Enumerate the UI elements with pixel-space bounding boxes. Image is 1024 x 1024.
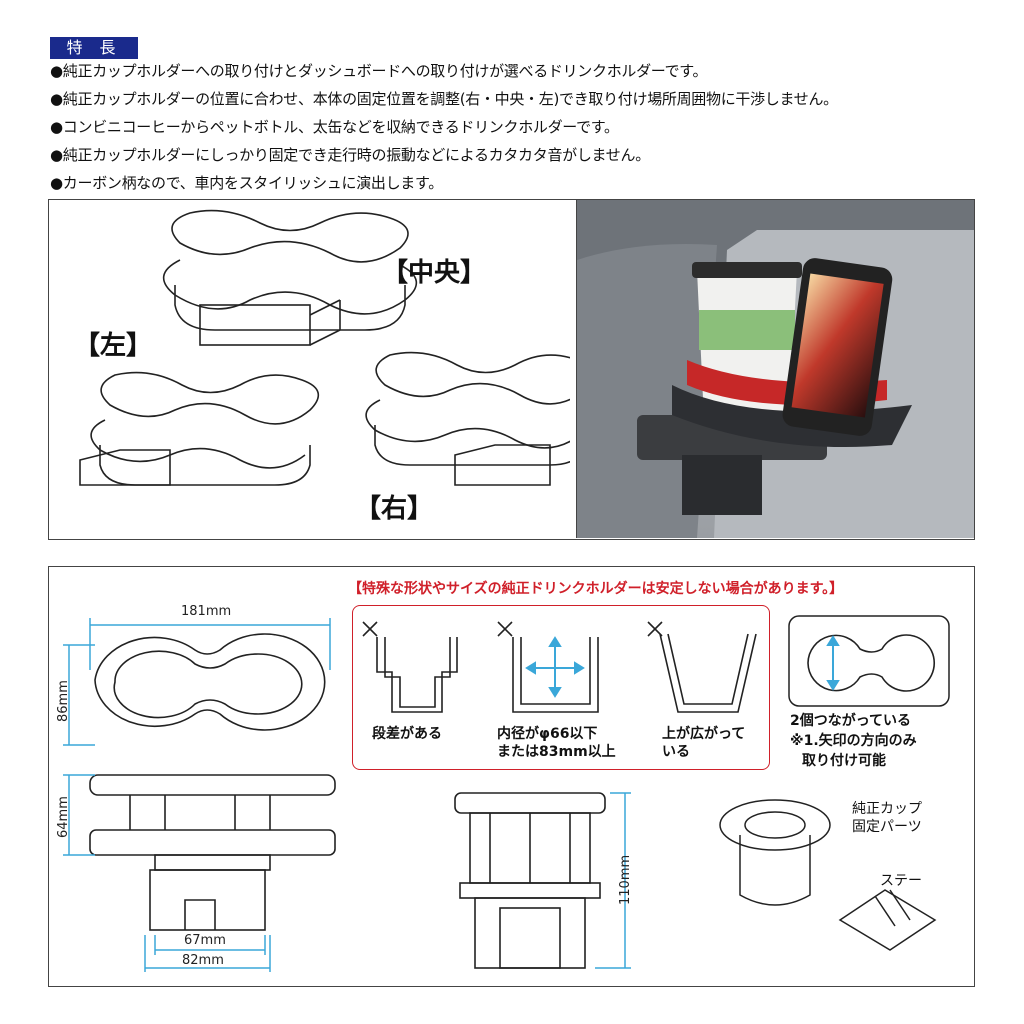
connected-cups-diagram	[788, 615, 950, 707]
base-inner-label: 67mm	[184, 933, 226, 948]
position-drawings	[79, 209, 570, 486]
dimension-drawings	[63, 618, 336, 972]
connected-line3: 取り付け可能	[802, 753, 886, 769]
warning-box	[352, 605, 770, 770]
case-step-shape	[376, 637, 458, 713]
stay-label: ステー	[880, 873, 922, 889]
panel-divider	[576, 199, 577, 538]
position-left-label: 【左】	[74, 331, 153, 361]
case-diameter-shape	[512, 637, 599, 713]
fixing-part-drawing	[719, 799, 831, 851]
feature-1: ●純正カップホルダーへの取り付けとダッシュボードへの取り付けが選べるドリンクホル…	[50, 62, 708, 80]
width-top-label: 181mm	[181, 604, 232, 619]
case3-caption-line2: いる	[662, 744, 690, 760]
top-view-outline	[94, 633, 326, 731]
position-right-label: 【右】	[355, 494, 434, 524]
warning-diagrams	[362, 621, 757, 713]
side-view-base	[149, 869, 266, 931]
height-side-label: 64mm	[56, 796, 71, 838]
case2-caption-line1: 内径がφ66以下	[497, 726, 598, 742]
parts-drawings	[719, 799, 937, 951]
holder-center-drawing	[162, 209, 418, 346]
stay-drawing	[838, 889, 937, 951]
in-car-photo	[577, 200, 974, 538]
case2-caption-line2: または83mm以上	[497, 744, 616, 760]
features-badge: 特 長	[50, 37, 138, 59]
holder-right-drawing	[365, 351, 570, 486]
fixing-part-label-line2: 固定パーツ	[852, 819, 922, 835]
holder-left-drawing	[79, 371, 320, 486]
total-height-label: 110mm	[618, 854, 633, 905]
height-drawing	[454, 792, 631, 969]
dimension-lines	[63, 618, 331, 972]
feature-3: ●コンビニコーヒーからペットボトル、太缶などを収納できるドリンクホルダーです。	[50, 118, 619, 136]
side-view-top	[89, 774, 336, 796]
connected-line1: 2個つながっている	[790, 713, 912, 729]
cross-icon	[647, 621, 663, 637]
diameter-arrows	[525, 636, 585, 698]
base-outer-label: 82mm	[182, 953, 224, 968]
feature-4: ●純正カップホルダーにしっかり固定でき走行時の振動などによるカタカタ音がしません…	[50, 146, 650, 164]
feature-2: ●純正カップホルダーの位置に合わせ、本体の固定位置を調整(右・中央・左)でき取り…	[50, 90, 838, 108]
case1-caption: 段差がある	[372, 726, 442, 742]
cross-icon	[497, 621, 513, 637]
case-flared-shape	[659, 633, 757, 713]
warning-title: 【特殊な形状やサイズの純正ドリンクホルダーは安定しない場合があります。】	[348, 581, 844, 597]
position-center-label: 【中央】	[382, 258, 487, 288]
height-top-label: 86mm	[56, 680, 71, 722]
cross-icon	[362, 621, 378, 637]
feature-5: ●カーボン柄なので、車内をスタイリッシュに演出します。	[50, 174, 443, 192]
connected-line2: ※1.矢印の方向のみ	[790, 733, 917, 749]
case3-caption-line1: 上が広がって	[662, 726, 746, 742]
fixing-part-label-line1: 純正カップ	[852, 801, 922, 817]
